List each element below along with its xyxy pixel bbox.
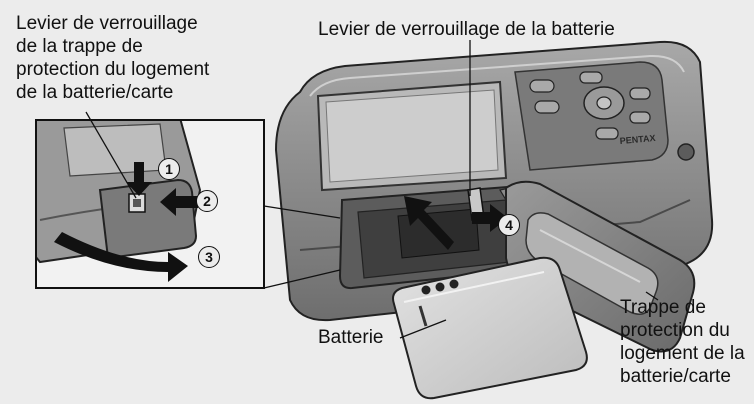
camera-brand-text: PENTAX [619, 133, 656, 146]
callout-line-bottom [263, 269, 341, 289]
leader-battery [399, 319, 447, 339]
label-door-lock-lever: Levier de verrouillage de la trappe de p… [16, 13, 210, 103]
arrow-insert-battery [404, 196, 454, 250]
inset-detail [35, 119, 265, 289]
step-2-marker: 2 [196, 190, 218, 212]
leader-cover [645, 291, 659, 301]
callout-line-top [263, 205, 341, 219]
leader-door-lock [85, 111, 137, 199]
arrows [54, 162, 508, 282]
step-4-marker: 4 [498, 214, 520, 236]
arrow-step-3 [54, 232, 188, 282]
label-cover: Trappe de protection du logement de la b… [620, 297, 745, 387]
arrow-step-2 [160, 188, 198, 216]
battery [392, 256, 588, 400]
camera-body [274, 40, 714, 322]
leader-lines [85, 40, 659, 339]
label-battery-lock-lever: Levier de verrouillage de la batterie [318, 19, 615, 40]
battery-door [505, 180, 696, 353]
arrow-step-1 [126, 162, 152, 196]
label-battery: Batterie [318, 327, 384, 348]
step-3-marker: 3 [198, 246, 220, 268]
step-1-marker: 1 [158, 158, 180, 180]
